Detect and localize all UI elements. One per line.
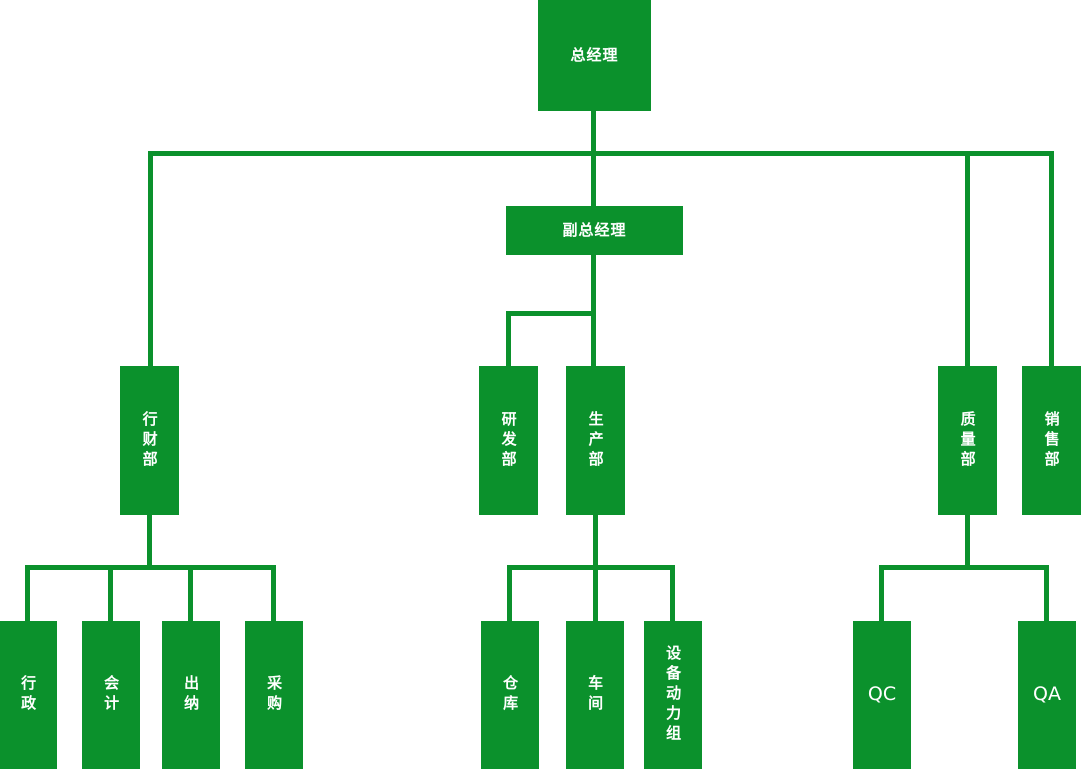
connector-drop-deputy-gm [591, 151, 596, 208]
node-quality-dept[interactable]: 质量部 [938, 366, 997, 515]
connector-drop-workshop [593, 565, 598, 623]
connector-drop-cashier [188, 565, 193, 623]
connector-drop-warehouse [507, 565, 512, 623]
node-admin-finance-dept[interactable]: 行财部 [120, 366, 179, 515]
node-procurement[interactable]: 采购 [245, 621, 303, 769]
connector-production-stem [593, 514, 598, 569]
node-qc[interactable]: QC [853, 621, 911, 769]
node-production-dept[interactable]: 生产部 [566, 366, 625, 515]
connector-drop-equipment-power [670, 565, 675, 623]
connector-drop-qa [1044, 565, 1049, 623]
connector-drop-accounting [108, 565, 113, 623]
connector-deputy-stem [591, 253, 596, 368]
connector-main-bus [148, 151, 1054, 156]
connector-deputy-subbus [506, 311, 596, 316]
connector-admin-finance-stem [147, 514, 152, 569]
node-equipment-power-group[interactable]: 设备动力组 [644, 621, 702, 769]
node-sales-dept[interactable]: 销售部 [1022, 366, 1081, 515]
node-cashier[interactable]: 出纳 [162, 621, 220, 769]
node-rd-dept[interactable]: 研发部 [479, 366, 538, 515]
connector-quality-bus [879, 565, 1049, 570]
node-deputy-general-manager[interactable]: 副总经理 [506, 206, 683, 255]
connector-drop-administration [25, 565, 30, 623]
node-general-manager[interactable]: 总经理 [538, 0, 651, 111]
node-accounting[interactable]: 会计 [82, 621, 140, 769]
connector-drop-quality [965, 151, 970, 366]
node-administration[interactable]: 行政 [0, 621, 57, 769]
node-qa[interactable]: QA [1018, 621, 1076, 769]
connector-gm-stem [591, 110, 596, 155]
connector-production-bus [507, 565, 675, 570]
connector-admin-finance-bus [25, 565, 276, 570]
connector-drop-sales [1049, 151, 1054, 366]
node-workshop[interactable]: 车间 [566, 621, 624, 769]
connector-drop-admin-finance [148, 151, 153, 366]
connector-drop-qc [879, 565, 884, 623]
connector-drop-rd [506, 311, 511, 368]
node-warehouse[interactable]: 仓库 [481, 621, 539, 769]
connector-quality-stem [965, 514, 970, 569]
connector-drop-procurement [271, 565, 276, 623]
